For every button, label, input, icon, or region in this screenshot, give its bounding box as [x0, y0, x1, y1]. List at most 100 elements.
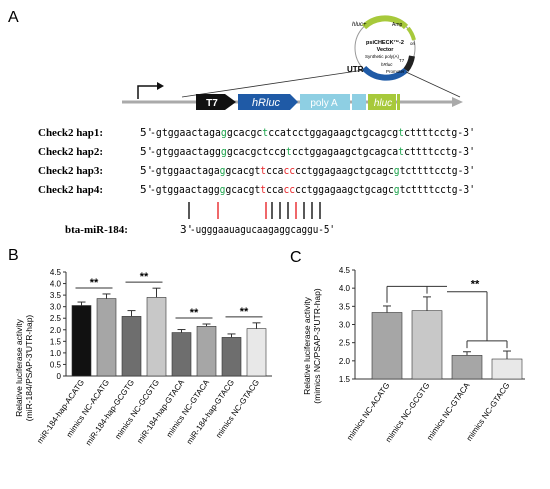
hap2-label: Check2 hap2:: [38, 146, 103, 158]
plasmid-hluc-segment: [361, 15, 409, 30]
chart-b-bar: [171, 332, 192, 377]
hap1-seq-run: cttttcctg-3': [404, 126, 475, 139]
chart-c-y-tick-label: 1.5: [339, 375, 351, 384]
zoom-line-left: [181, 69, 365, 98]
chart-b-y-tick-label: 3.5: [50, 291, 62, 300]
chart-b-sig-label: **: [190, 307, 199, 319]
hrluc-block: [238, 94, 298, 110]
chart-b-y-tick-label: 1.5: [50, 337, 62, 346]
hap1-seq-run: ccatcctggagaagctgcagcg: [268, 126, 398, 139]
hap4-seq-run: t: [260, 183, 266, 196]
hrluc-label: hRluc: [252, 97, 281, 109]
chart-b-x-tick-label: miR-184-hap-GCGTG: [84, 378, 136, 447]
plasmid-amp-label: Amp: [392, 22, 403, 28]
mirna-prefix: 3': [180, 223, 193, 236]
chart-c-y-tick-label: 3.0: [339, 321, 351, 330]
chart-b-y-tick-label: 0: [57, 372, 62, 381]
mirna-sequence: -ugggaauagucaagaggcaggu-5': [190, 223, 335, 236]
chart-b-bar: [146, 297, 167, 377]
hluc-label: hluc: [374, 98, 392, 109]
chart-b-bar: [96, 298, 117, 377]
hap1-seq-run: g: [221, 126, 227, 139]
plasmid-hrluc-label: hRluc: [381, 62, 393, 67]
hap3-seq-run: gcacgt: [225, 164, 260, 177]
hap2-seq-run: cttttcctg-3': [404, 145, 475, 158]
chart-c-y-tick-label: 4.5: [339, 266, 351, 275]
panel-label-b: B: [8, 247, 19, 264]
promoter-arrow: [137, 85, 160, 99]
hap2-sequence: -gtggaactaggggcacgctccgtcctggagaagctgcag…: [150, 145, 475, 158]
hap3-seq-run: tcttttcctg-3': [400, 164, 475, 177]
plasmid-amp-segment: [406, 26, 416, 41]
chart-b: 00.51.01.52.02.53.03.54.04.5miR-184-hap-…: [35, 268, 272, 447]
hap3-seq-run: -gtggaactaga: [150, 164, 220, 177]
plasmid-map: psiCHECK™-2 Vector hluc+ Amp ori Synthet…: [347, 15, 416, 81]
mirna-label: bta-miR-184:: [65, 224, 128, 236]
pairing-ticks: [188, 202, 321, 219]
chart-b-bar: [121, 316, 142, 377]
hap1-seq-run: t: [262, 126, 268, 139]
chart-b-y-tick-label: 2.5: [50, 314, 62, 323]
hap4-seq-run: -gtggaactagg: [150, 183, 220, 196]
hap3-prefix: 5': [140, 164, 153, 177]
chart-c-sig-label: **: [471, 278, 480, 290]
construct-diagram: T7 hRluc poly A hluc: [122, 82, 463, 110]
chart-c-ylabel-line1: Relative luciferase activity(mimics NC/P…: [302, 288, 322, 404]
hap2-seq-run: -gtggaactagg: [150, 145, 221, 158]
hap4-seq-run: g: [394, 183, 400, 196]
chart-c-x-tick-label: mimics NC-GCGTG: [384, 381, 432, 444]
chart-c-x-tick-label: mimics NC-GTACG: [465, 381, 512, 443]
chart-b-sig-label: **: [240, 306, 249, 318]
chart-b-bar: [221, 337, 242, 377]
plasmid-hluc-label: hluc+: [352, 22, 367, 28]
hap4-prefix: 5': [140, 183, 153, 196]
hap1-seq-run: gcacgc: [227, 126, 262, 139]
hluc-block: [368, 94, 396, 110]
chart-b-y-tick-label: 1.0: [50, 349, 62, 358]
chart-b-bar: [71, 305, 92, 377]
construct-arrowhead: [452, 97, 463, 107]
panel-label-a: A: [8, 9, 19, 26]
hluc-tail: [397, 94, 400, 110]
hap3-seq-run: g: [220, 164, 226, 177]
hap3-label: Check2 hap3:: [38, 165, 103, 177]
hap1-prefix: 5': [140, 126, 153, 139]
chart-b-x-tick-label: miR-184-hap-GTACG: [185, 378, 236, 446]
hap3-seq-run: t: [260, 164, 266, 177]
chart-c-bar: [451, 355, 483, 380]
plasmid-name: psiCHECK™-2: [366, 40, 404, 46]
chart-c-bar: [491, 358, 523, 380]
chart-b-y-tick-label: 2.0: [50, 326, 62, 335]
chart-c-bar: [411, 310, 443, 380]
chart-c-y-tick-label: 2.5: [339, 339, 351, 348]
chart-c-y-tick-label: 4.0: [339, 284, 351, 293]
hap2-seq-run: gcacgctccg: [227, 145, 286, 158]
chart-b-ylabel-text: Relative luciferase activity: [14, 318, 24, 417]
hap2-seq-run: cctggagaagctgcagca: [292, 145, 398, 158]
plasmid-promoter-label: Promoter: [386, 69, 405, 74]
chart-c-y-tick-label: 2.0: [339, 357, 351, 366]
hap3-seq-run: g: [394, 164, 400, 177]
hap2-seq-run: g: [221, 145, 227, 158]
hap1-sequence: -gtggaactagaggcacgctccatcctggagaagctgcag…: [150, 126, 475, 139]
chart-c-x-tick-label: mimics NC-GTACA: [425, 380, 472, 442]
hap4-seq-run: tcttttcctg-3': [400, 183, 475, 196]
hap3-seq-run: cc: [283, 164, 295, 177]
chart-b-sig-label: **: [140, 271, 149, 283]
plasmid-utr-label: UTR: [347, 65, 364, 74]
plasmid-utr-insert: [403, 55, 415, 72]
plasmid-ori-label: ori: [410, 41, 415, 46]
chart-b-x-tick-label: miR-184-hap-GTACA: [135, 377, 186, 445]
hap2-seq-run: t: [286, 145, 292, 158]
chart-b-bar: [196, 326, 217, 377]
hap4-seq-run: cctggagaagctgcagc: [295, 183, 394, 196]
chart-b-y-tick-label: 0.5: [50, 360, 62, 369]
hap1-seq-run: -gtggaactaga: [150, 126, 221, 139]
plasmid-t7-label: T7: [399, 58, 405, 63]
hap2-seq-run: t: [398, 145, 404, 158]
chart-b-ylabel-text: (miR-184/PSAP-3'UTR-hap): [24, 315, 34, 422]
hap4-seq-run: g: [220, 183, 226, 196]
t7-block: [196, 94, 236, 110]
